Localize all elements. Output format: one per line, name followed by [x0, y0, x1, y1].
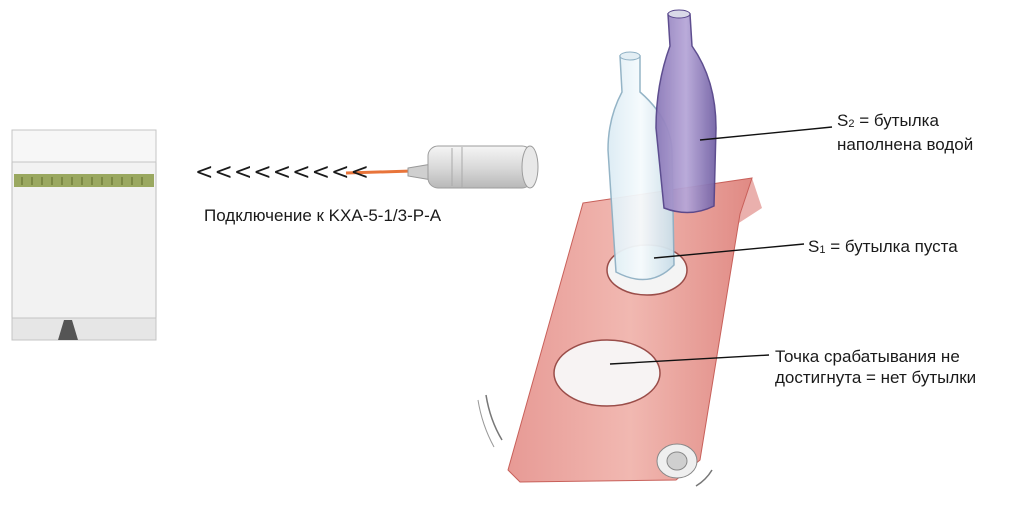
capacitive-sensor	[346, 146, 538, 188]
s1-text: = бутылка пуста	[825, 237, 957, 256]
s2-label: S2 = бутылка наполнена водой	[837, 110, 973, 155]
miss-text-line1: Точка срабатывания не	[775, 346, 976, 367]
s2-text-line1: = бутылка	[854, 111, 938, 130]
miss-text-line2: достигнута = нет бутылки	[775, 367, 976, 388]
amplifier-relay-box	[12, 130, 156, 340]
s2-index: 2	[848, 118, 854, 130]
s2-symbol: S	[837, 111, 848, 130]
belt-hole-empty	[554, 340, 660, 406]
s2-label-line1: S2 = бутылка	[837, 110, 973, 134]
s1-symbol: S	[808, 237, 819, 256]
connection-label: Подключение к KXA-5-1/3-P-A	[204, 205, 441, 226]
s1-label: S1 = бутылка пуста	[808, 236, 958, 260]
signal-arrows: <<<<<<<<<	[195, 160, 370, 185]
s2-text-line2: наполнена водой	[837, 134, 973, 155]
filled-bottle	[656, 10, 716, 213]
miss-label: Точка срабатывания не достигнута = нет б…	[775, 346, 976, 388]
s2-pointer-line	[700, 127, 832, 140]
s1-index: 1	[819, 244, 825, 256]
